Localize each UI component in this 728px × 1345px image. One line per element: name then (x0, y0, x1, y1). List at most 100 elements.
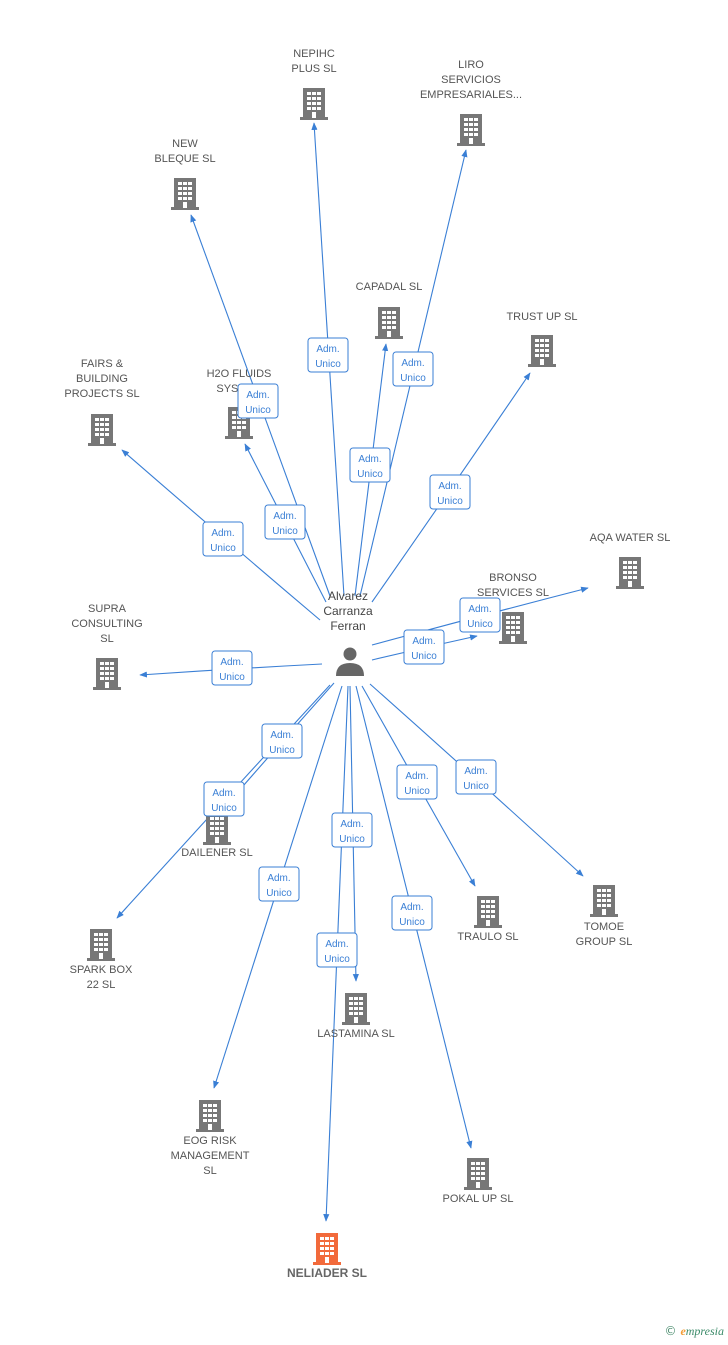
relation-badge-bronso[interactable]: Adm.Unico (403, 629, 445, 665)
relation-badge-dailener[interactable]: Adm.Unico (261, 723, 303, 759)
building-icon (313, 1233, 341, 1265)
relation-label-line: Adm. (401, 358, 424, 369)
relation-badge-neliader[interactable]: Adm.Unico (316, 932, 358, 968)
company-label-line: SL (203, 1165, 216, 1177)
building-icon (616, 557, 644, 589)
relation-badge-lastamina[interactable]: Adm.Unico (331, 812, 373, 848)
relation-label-line: Unico (245, 405, 271, 416)
relation-badge-pokal[interactable]: Adm.Unico (391, 895, 433, 931)
relation-label-line: Adm. (211, 528, 234, 539)
company-node-aqa[interactable]: AQA WATER SL (590, 532, 671, 589)
company-label-line: TRAULO SL (457, 931, 518, 943)
person-icon (336, 647, 364, 676)
building-icon (300, 88, 328, 120)
relation-badge-supra[interactable]: Adm.Unico (211, 650, 253, 686)
company-node-nepihc[interactable]: NEPIHC PLUS SL (291, 48, 337, 120)
relation-label-line: Adm. (438, 481, 461, 492)
company-label-line: BLEQUE SL (154, 153, 215, 165)
building-icon (375, 307, 403, 339)
relation-label-line: Unico (210, 543, 236, 554)
relation-badge-liro[interactable]: Adm.Unico (392, 351, 434, 387)
company-node-dailener[interactable]: DAILENER SL (181, 813, 253, 859)
company-label-line: PROJECTS SL (64, 388, 139, 400)
company-label-line: GROUP SL (576, 936, 633, 948)
company-node-liro[interactable]: LIROSERVICIOSEMPRESARIALES... (420, 59, 522, 146)
relation-badge-h2o[interactable]: Adm. Unico (264, 504, 306, 540)
company-label-line: CAPADAL SL (356, 281, 423, 293)
building-icon (203, 813, 231, 845)
relation-label-line: Adm. (220, 657, 243, 668)
relation-label-line: Adm. (273, 511, 296, 522)
building-icon (87, 929, 115, 961)
relation-label-line: Adm. (270, 730, 293, 741)
building-icon (342, 993, 370, 1025)
company-label-line: NEPIHC (293, 48, 335, 60)
company-label-line: TRUST UP SL (506, 311, 577, 323)
relation-badge-traulo[interactable]: Adm. Unico (396, 764, 438, 800)
relation-badge-new-bleque[interactable]: Adm.Unico (237, 383, 279, 419)
company-node-lastamina[interactable]: LASTAMINA SL (317, 993, 395, 1040)
company-node-neliader[interactable]: NELIADER SL (287, 1233, 367, 1280)
building-icon (590, 885, 618, 917)
building-icon (171, 178, 199, 210)
relation-badge-tomoe[interactable]: Adm.Unico (455, 759, 497, 795)
company-label-line: AQA WATER SL (590, 532, 671, 544)
building-icon (93, 658, 121, 690)
relation-label-line: Unico (437, 496, 463, 507)
company-label-line: TOMOE (584, 921, 624, 933)
company-label-line: SERVICES SL (477, 587, 549, 599)
company-label-line: MANAGEMENT (171, 1150, 250, 1162)
company-label-line: PLUS SL (291, 63, 336, 75)
relation-badge-capadal[interactable]: Adm.Unico (349, 447, 391, 483)
relation-badge-spark[interactable]: Adm.Unico (203, 781, 245, 817)
relation-label-line: Unico (339, 834, 365, 845)
person-name-line: Ferran (330, 619, 365, 633)
relation-label-line: Adm. (358, 454, 381, 465)
company-label-line: H2O FLUIDS (207, 368, 272, 380)
company-node-trust-up[interactable]: TRUST UP SL (506, 311, 578, 367)
building-icon (464, 1158, 492, 1190)
company-label-line: SPARK BOX (70, 964, 133, 976)
building-icon (474, 896, 502, 928)
building-icon (457, 114, 485, 146)
relation-badge-trust-up[interactable]: Adm. Unico (429, 474, 471, 510)
building-icon (528, 335, 556, 367)
person-name-line: Carranza (323, 604, 373, 618)
company-node-capadal[interactable]: CAPADAL SL (356, 281, 423, 339)
relation-label-line: Unico (467, 619, 493, 630)
relation-label-line: Unico (404, 786, 430, 797)
relation-label-line: Unico (266, 888, 292, 899)
relation-label-line: Adm. (468, 604, 491, 615)
building-icon (88, 414, 116, 446)
company-label-line: CONSULTING (71, 618, 142, 630)
person-name-line: Alvarez (328, 589, 368, 603)
relation-label-line: Adm. (412, 636, 435, 647)
brand-initial: e (680, 1324, 686, 1338)
relation-badge-eog[interactable]: Adm. Unico (258, 866, 300, 902)
relation-badge-nepihc[interactable]: Adm.Unico (307, 337, 349, 373)
relation-label-line: Adm. (405, 771, 428, 782)
company-label-line: DAILENER SL (181, 847, 253, 859)
relation-badge-fairs[interactable]: Adm. Unico (202, 521, 244, 557)
relation-badge-aqa[interactable]: Adm. Unico (459, 597, 501, 633)
company-node-traulo[interactable]: TRAULO SL (457, 896, 519, 943)
relation-label-line: Adm. (267, 873, 290, 884)
company-label-line: EMPRESARIALES... (420, 89, 522, 101)
relation-label-line: Adm. (400, 902, 423, 913)
company-node-pokal[interactable]: POKAL UP SL (443, 1158, 514, 1205)
company-node-tomoe[interactable]: TOMOE GROUP SL (576, 885, 633, 948)
relation-label-line: Adm. (316, 344, 339, 355)
relation-label-line: Unico (272, 526, 298, 537)
footer-brand[interactable]: ©empresia (664, 1324, 724, 1339)
copyright-icon: © (664, 1324, 677, 1338)
